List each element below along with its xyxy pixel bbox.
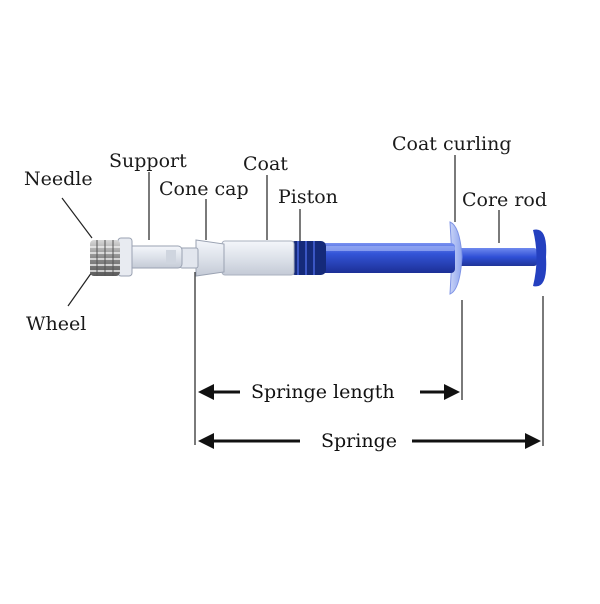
wheel-label: Wheel [26,313,87,335]
coat-curling-shape [449,221,463,295]
piston-shape [290,241,326,275]
plunger-thumb-pad [533,229,547,287]
coat-label: Coat [243,153,288,175]
cone-cap-label: Cone cap [159,178,249,200]
springe-label: Springe [315,432,403,451]
cone-cap-shape [195,239,225,277]
wheel-shape [90,240,120,276]
coat-shape [221,240,295,276]
support-label: Support [109,150,187,172]
leader-lines [61,155,500,307]
core-rod-shape [455,248,537,266]
roller-holder [117,237,133,277]
springe-length-label: Springe length [245,383,401,402]
cone-neck [179,247,199,269]
support-joint [166,250,176,264]
springe-arrow [198,433,541,449]
needle-label: Needle [24,168,93,190]
needle-leader [61,197,93,239]
springe-length-arrow [198,384,460,400]
coat-curling-label: Coat curling [392,133,512,155]
piston-label: Piston [278,186,338,208]
core-rod-label: Core rod [462,189,548,211]
barrel-highlight [300,246,455,251]
extension-lines [194,272,544,446]
wheel-leader [67,271,93,307]
